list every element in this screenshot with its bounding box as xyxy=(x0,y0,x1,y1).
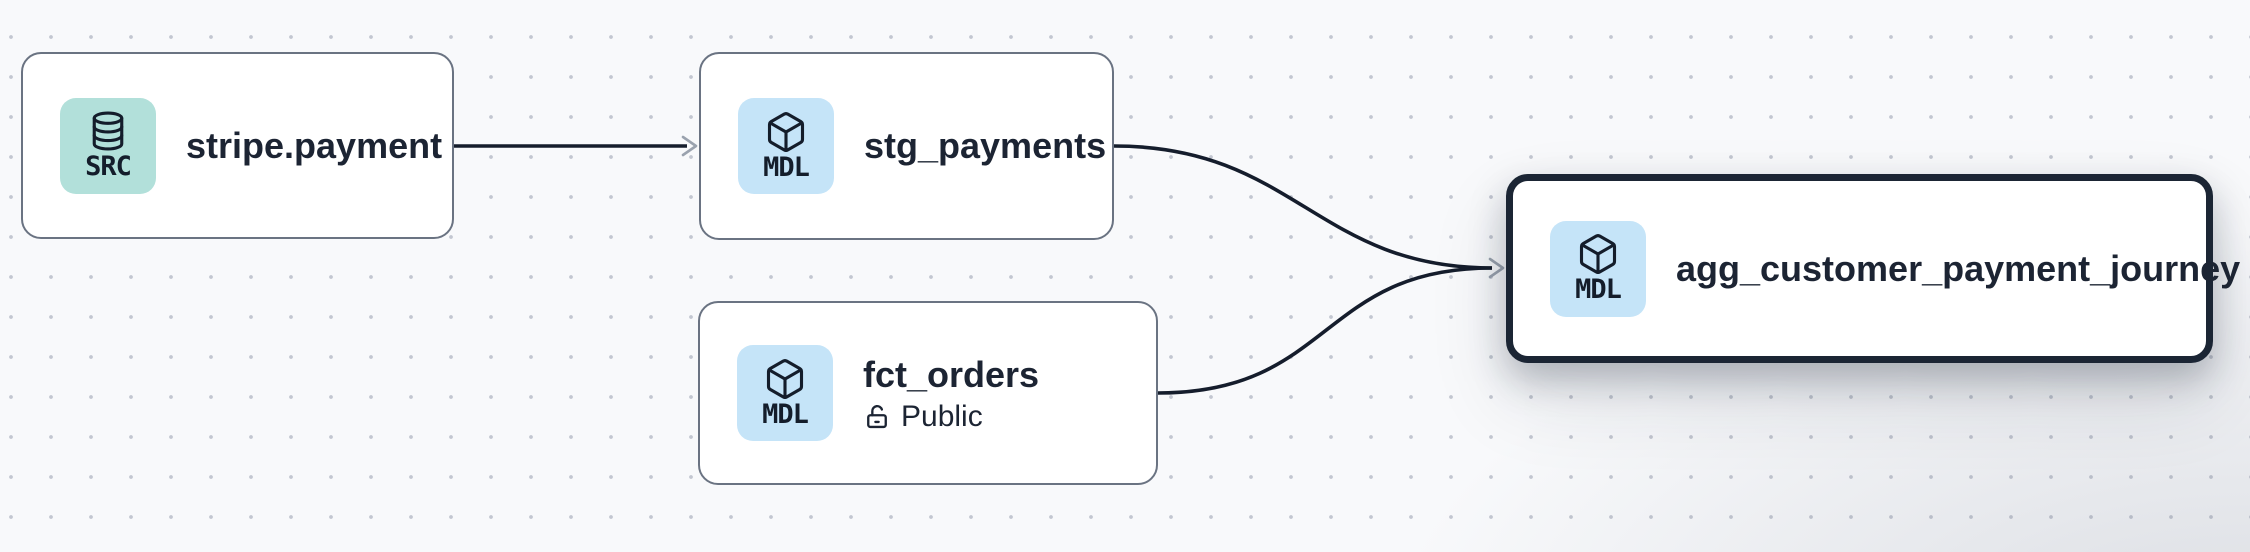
source-badge: SRC xyxy=(60,97,156,194)
node-stg-payments[interactable]: MDL stg_payments xyxy=(699,52,1114,240)
database-icon xyxy=(92,111,124,151)
unlock-icon xyxy=(867,405,887,429)
node-agg-customer-payment-journey[interactable]: MDL agg_customer_payment_journey xyxy=(1506,174,2240,363)
cube-icon xyxy=(767,111,805,152)
badge-label: SRC xyxy=(85,151,132,183)
node-label: fct_orders xyxy=(863,353,1040,395)
cube-icon xyxy=(766,358,804,399)
model-badge: MDL xyxy=(737,345,833,441)
node-fct-orders[interactable]: MDL fct_orders Public xyxy=(698,301,1158,485)
access-row: Public xyxy=(863,402,1039,432)
access-label: Public xyxy=(901,400,983,434)
edge-stg-payments-to-agg-customer-payment-journey[interactable] xyxy=(1113,144,1493,270)
edge-fct-orders-to-agg-customer-payment-journey[interactable] xyxy=(1157,266,1493,395)
badge-label: MDL xyxy=(763,151,810,183)
node-label: agg_customer_payment_journey xyxy=(1676,247,2241,289)
node-label: stg_payments xyxy=(864,125,1107,167)
arrowhead-stg-payments xyxy=(681,135,698,157)
arrowhead-agg-customer-payment-journey xyxy=(1488,257,1505,279)
node-label: stripe.payment xyxy=(186,124,443,166)
cube-icon xyxy=(1579,234,1617,275)
node-stripe-payment[interactable]: SRC stripe.payment xyxy=(21,52,454,239)
model-badge: MDL xyxy=(738,98,834,194)
badge-label: MDL xyxy=(1575,274,1622,306)
badge-label: MDL xyxy=(762,398,809,430)
model-badge: MDL xyxy=(1550,220,1646,317)
